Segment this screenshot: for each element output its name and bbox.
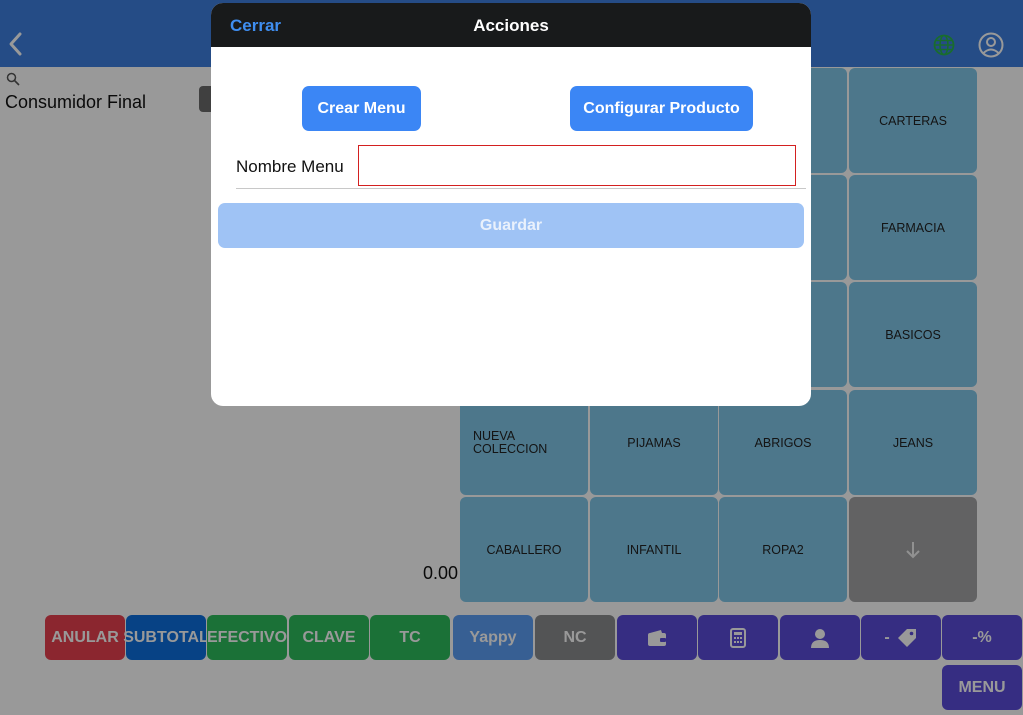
modal-header: Cerrar Acciones <box>211 3 811 47</box>
modal-title: Acciones <box>473 16 549 35</box>
category-pijamas[interactable]: PIJAMAS <box>590 390 718 495</box>
category-caballero[interactable]: CABALLERO <box>460 497 588 602</box>
wallet-icon <box>648 629 666 646</box>
field-divider <box>236 188 806 189</box>
globe-icon[interactable] <box>933 34 955 56</box>
clave-button[interactable]: CLAVE <box>289 615 369 660</box>
tc-button[interactable]: TC <box>370 615 450 660</box>
percent-discount-button[interactable]: -% <box>942 615 1022 660</box>
category-basicos[interactable]: BASICOS <box>849 282 977 387</box>
arrow-down-icon <box>906 541 920 558</box>
category-abrigos[interactable]: ABRIGOS <box>719 390 847 495</box>
close-button[interactable]: Cerrar <box>230 16 282 35</box>
configure-product-button[interactable]: Configurar Producto <box>570 86 753 131</box>
customer-name[interactable]: Consumidor Final <box>5 92 147 112</box>
efectivo-button[interactable]: EFECTIVO <box>207 615 287 660</box>
discount-button[interactable]: - <box>861 615 941 660</box>
category-carteras[interactable]: CARTERAS <box>849 68 977 173</box>
scroll-down-button[interactable] <box>849 497 977 602</box>
calculator-icon <box>730 627 746 648</box>
menu-button[interactable]: MENU <box>942 665 1022 710</box>
category-nueva-coleccion[interactable]: NUEVA COLECCION <box>460 390 588 495</box>
category-jeans[interactable]: JEANS <box>849 390 977 495</box>
category-farmacia[interactable]: FARMACIA <box>849 175 977 280</box>
discount-label: - <box>884 628 890 646</box>
user-icon <box>811 628 829 648</box>
save-button[interactable]: Guardar <box>218 203 804 248</box>
anular-button[interactable]: ANULAR <box>45 615 125 660</box>
chevron-left-icon[interactable] <box>6 30 24 58</box>
search-icon[interactable] <box>6 72 20 86</box>
calculator-button[interactable] <box>698 615 778 660</box>
user-circle-icon[interactable] <box>978 32 1004 58</box>
customer-options-button[interactable] <box>199 86 213 112</box>
subtotal-button[interactable]: SUBTOTAL <box>123 615 209 660</box>
total-amount: 0.00 <box>423 563 459 583</box>
tag-icon <box>897 628 916 647</box>
menu-name-input[interactable] <box>358 145 796 186</box>
category-ropa2[interactable]: ROPA2 <box>719 497 847 602</box>
actions-modal: Cerrar Acciones Crear Menu Configurar Pr… <box>211 3 811 406</box>
create-menu-button[interactable]: Crear Menu <box>302 86 421 131</box>
customer-button[interactable] <box>780 615 860 660</box>
category-infantil[interactable]: INFANTIL <box>590 497 718 602</box>
menu-name-label: Nombre Menu <box>236 157 344 176</box>
nc-button[interactable]: NC <box>535 615 615 660</box>
wallet-button[interactable] <box>617 615 697 660</box>
yappy-button[interactable]: Yappy <box>453 615 533 660</box>
